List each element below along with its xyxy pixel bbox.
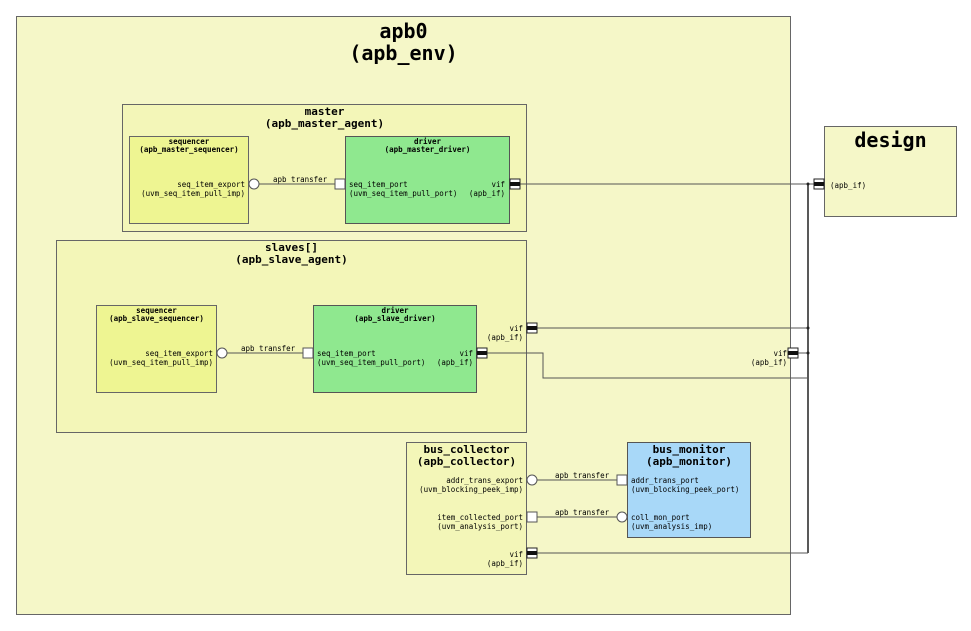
slave-conn-label: apb_transfer <box>241 344 296 353</box>
monitor-port2: coll_mon_port <box>631 513 690 522</box>
slave-agent-vif: vif <box>509 324 523 333</box>
collector-port-symbol <box>526 511 538 523</box>
master-seq-name: sequencer <box>168 137 210 146</box>
master-seq-port: seq_item_export <box>177 180 245 189</box>
design-block: design <box>824 126 957 217</box>
collector-export1-type: (uvm_blocking_peek_imp) <box>419 485 523 494</box>
slave-drv-port-symbol <box>302 347 314 359</box>
monitor-port1-type: (uvm_blocking_peek_port) <box>631 485 740 494</box>
collector-vif: vif <box>509 550 523 559</box>
slave-seq-port-type: (uvm_seq_item_pull_imp) <box>109 358 213 367</box>
master-seq-export-symbol <box>248 178 260 190</box>
slave-drv-vif-type: (apb_if) <box>436 358 473 367</box>
master-conn-label: apb_transfer <box>273 175 328 184</box>
master-drv-port-type: (uvm_seq_item_pull_port) <box>349 189 458 198</box>
slaves-name: slaves[] <box>265 241 318 254</box>
slave-drv-port-type: (uvm_seq_item_pull_port) <box>317 358 426 367</box>
collector-port2-type: (uvm_analysis_port) <box>437 522 523 531</box>
slave-drv-port: seq_item_port <box>317 349 376 358</box>
master-drv-type: (apb_master_driver) <box>384 145 471 155</box>
master-sequencer: sequencer (apb_master_sequencer) <box>129 136 249 224</box>
master-drv-name: driver <box>413 137 442 146</box>
design-title: design <box>854 128 927 152</box>
env-vif-type: (apb_if) <box>750 358 787 367</box>
master-drv-vif: vif <box>491 180 505 189</box>
monitor-port2-type: (uvm_analysis_imp) <box>631 522 713 531</box>
slave-drv-vif: vif <box>459 349 473 358</box>
slave-seq-port: seq_item_export <box>145 349 213 358</box>
bus-monitor: bus_monitor (apb_monitor) <box>627 442 751 538</box>
bus-collector: bus_collector (apb_collector) <box>406 442 527 575</box>
monitor-port1: addr_trans_port <box>631 476 699 485</box>
master-seq-port-type: (uvm_seq_item_pull_imp) <box>141 189 245 198</box>
collector-export1: addr_trans_export <box>446 476 523 485</box>
master-drv-port: seq_item_port <box>349 180 408 189</box>
slave-agent-vif-type: (apb_if) <box>486 333 523 342</box>
monitor-type: (apb_monitor) <box>645 455 733 469</box>
collector-vif-type: (apb_if) <box>486 559 523 568</box>
master-drv-vif-type: (apb_if) <box>468 189 505 198</box>
slave-sequencer: sequencer (apb_slave_sequencer) <box>96 305 217 393</box>
master-drv-port-symbol <box>334 178 346 190</box>
collector-type: (apb_collector) <box>416 455 517 469</box>
slaves-type: (apb_slave_agent) <box>235 253 348 267</box>
master-seq-type: (apb_master_sequencer) <box>139 145 239 155</box>
monitor-name: bus_monitor <box>652 443 726 456</box>
slave-seq-type: (apb_slave_sequencer) <box>109 314 204 324</box>
monitor-imp-symbol <box>616 511 628 523</box>
design-vif-type: (apb_if) <box>830 181 867 190</box>
env-title: apb0 (apb_env) <box>17 20 790 65</box>
env-vif: vif <box>773 349 787 358</box>
env-type: (apb_env) <box>349 41 458 66</box>
master-name: master <box>304 105 345 118</box>
env-name: apb0 <box>379 19 428 43</box>
collector-port2: item_collected_port <box>437 513 523 522</box>
slave-drv-name: driver <box>381 306 409 315</box>
slave-seq-name: sequencer <box>136 306 177 315</box>
slave-seq-export-symbol <box>216 347 228 359</box>
collector-export-symbol <box>526 474 538 486</box>
wire-slave-drv-vif <box>487 352 808 379</box>
master-type: (apb_master_agent) <box>264 117 385 131</box>
master-driver: driver (apb_master_driver) <box>345 136 510 224</box>
collector-name: bus_collector <box>423 443 510 456</box>
slave-drv-type: (apb_slave_driver) <box>354 314 436 324</box>
monitor-port-symbol <box>616 474 628 486</box>
conn-label-1: apb_transfer <box>555 471 610 480</box>
slave-driver: driver (apb_slave_driver) <box>313 305 477 393</box>
conn-label-2: apb_transfer <box>555 508 610 517</box>
